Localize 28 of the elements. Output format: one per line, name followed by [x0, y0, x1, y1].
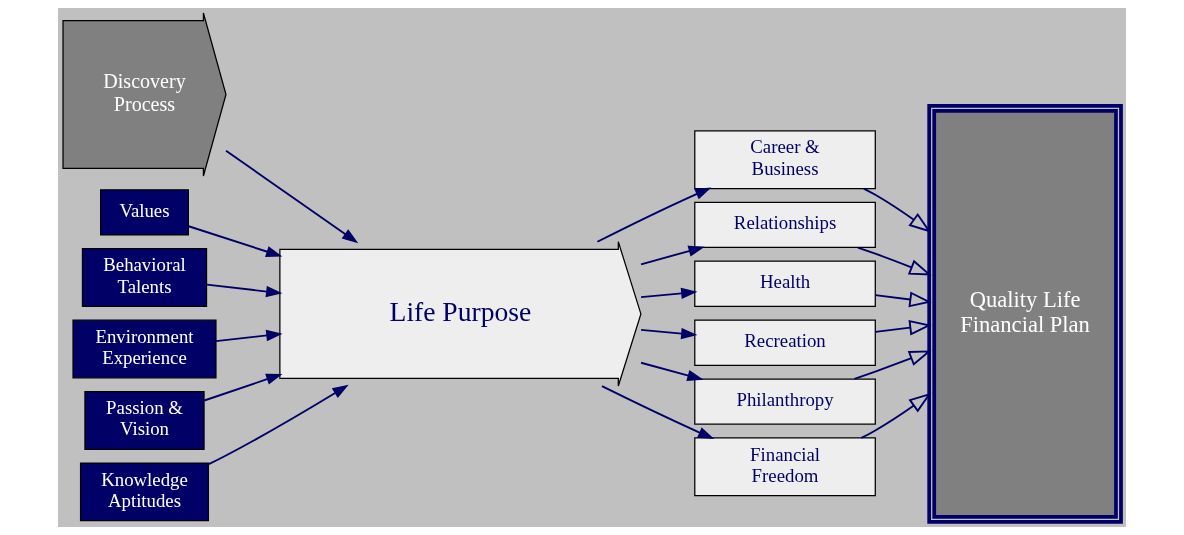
node-box: Knowledge Aptitudes: [79, 462, 210, 522]
node-box: Passion & Vision: [84, 390, 205, 450]
node-box: Environment Experience: [72, 319, 217, 379]
arrow: [640, 327, 698, 340]
arrow: [860, 392, 932, 439]
node-box: Career & Business: [694, 130, 876, 190]
node-box: Values: [100, 189, 189, 236]
arrow: [596, 187, 712, 243]
node-box: Behavioral Talents: [81, 248, 208, 307]
arrow: [874, 291, 932, 308]
arrow: [207, 384, 349, 466]
arrow: [862, 187, 932, 233]
arrow: [203, 373, 283, 402]
node-box: Health: [694, 260, 876, 307]
arrow: [874, 319, 932, 336]
arrow: [215, 329, 283, 343]
arrow: [640, 287, 698, 300]
node-box: Quality Life Financial Plan: [927, 103, 1123, 524]
arrow: [206, 283, 283, 298]
arrow: [640, 361, 704, 381]
arrow: [640, 245, 705, 266]
arrow: [601, 385, 715, 440]
node-box: Relationships: [694, 201, 876, 249]
arrow: [187, 225, 283, 257]
node-box: Recreation: [694, 319, 876, 366]
node-box: Financial Freedom: [694, 437, 876, 497]
arrow: [225, 149, 359, 244]
node-box: Philanthropy: [694, 378, 876, 425]
